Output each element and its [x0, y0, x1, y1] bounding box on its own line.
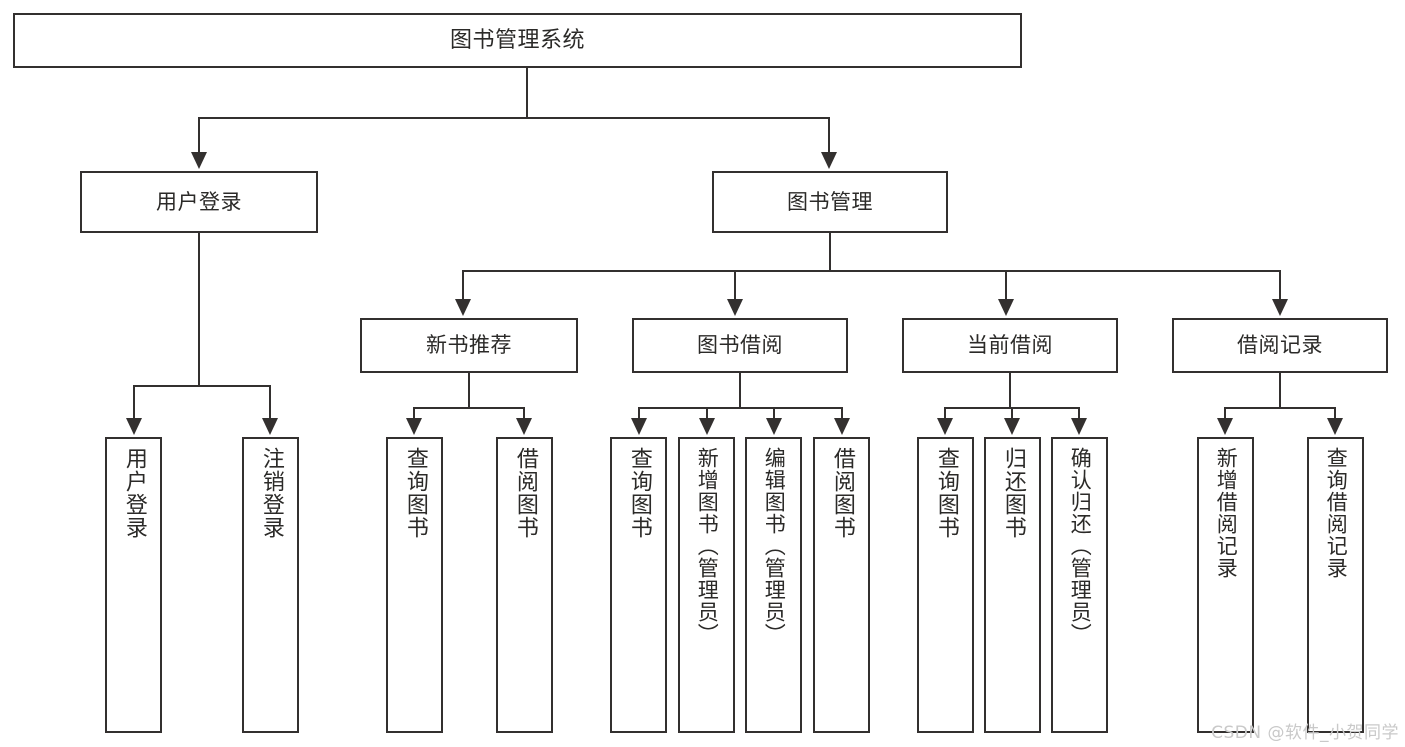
arrowhead-to-book-borrow [727, 299, 743, 316]
connector-book-manage-bus [462, 270, 1281, 272]
connector-current-borrow-stem [1009, 373, 1011, 407]
leaf-br-add-record[interactable]: 新增借阅记录 [1197, 437, 1254, 733]
node-current-borrow[interactable]: 当前借阅 [902, 318, 1118, 373]
node-label: 图书管理系统 [449, 27, 585, 53]
arrowhead-leaf-cb-confirm-return [1071, 418, 1087, 435]
connector-bb-drop-3 [773, 407, 775, 420]
leaf-bb-add-book[interactable]: 新增图书（管理员） [678, 437, 735, 733]
connector-to-new-book-recommend [462, 270, 464, 301]
node-label: 编辑图书（管理员） [762, 447, 787, 645]
arrowhead-leaf-cb-return-book [1004, 418, 1020, 435]
arrowhead-leaf-user-login [126, 418, 142, 435]
connector-bb-drop-2 [706, 407, 708, 420]
node-label: 查询图书 [626, 447, 652, 539]
node-label: 查询图书 [933, 447, 959, 539]
connector-root-stem [526, 68, 528, 117]
node-borrow-record[interactable]: 借阅记录 [1172, 318, 1388, 373]
arrowhead-leaf-bb-edit-book [766, 418, 782, 435]
leaf-bb-borrow-book[interactable]: 借阅图书 [813, 437, 870, 733]
node-label: 新增图书（管理员） [695, 447, 720, 645]
node-label: 借阅图书 [512, 447, 538, 539]
node-new-book-recommend[interactable]: 新书推荐 [360, 318, 578, 373]
connector-br-drop-1 [1224, 407, 1226, 420]
node-label: 新增借阅记录 [1214, 447, 1239, 579]
arrowhead-leaf-bb-add-book [699, 418, 715, 435]
node-label: 当前借阅 [967, 333, 1053, 358]
arrowhead-to-current-borrow [998, 299, 1014, 316]
connector-to-book-borrow [734, 270, 736, 301]
arrowhead-leaf-br-query-record [1327, 418, 1343, 435]
connector-bb-drop-4 [841, 407, 843, 420]
node-book-borrow[interactable]: 图书借阅 [632, 318, 848, 373]
arrowhead-leaf-cb-query-book [937, 418, 953, 435]
connector-user-login-drop-2 [269, 385, 271, 420]
leaf-bb-edit-book[interactable]: 编辑图书（管理员） [745, 437, 802, 733]
node-label: 图书管理 [787, 189, 873, 214]
connector-nbr-drop-2 [523, 407, 525, 420]
connector-user-login-drop-1 [133, 385, 135, 420]
arrowhead-leaf-nbr-borrow-book [516, 418, 532, 435]
connector-bb-drop-1 [638, 407, 640, 420]
connector-cb-drop-1 [944, 407, 946, 420]
node-label: 图书借阅 [697, 333, 783, 358]
node-label: 借阅图书 [829, 447, 855, 539]
leaf-cb-return-book[interactable]: 归还图书 [984, 437, 1041, 733]
connector-new-book-recommend-stem [468, 373, 470, 407]
connector-root-to-user-login [198, 117, 200, 154]
node-user-login[interactable]: 用户登录 [80, 171, 318, 233]
connector-to-current-borrow [1005, 270, 1007, 301]
leaf-nbr-query-book[interactable]: 查询图书 [386, 437, 443, 733]
arrowhead-to-user-login [191, 152, 207, 169]
arrowhead-leaf-nbr-query-book [406, 418, 422, 435]
connector-book-borrow-stem [739, 373, 741, 407]
node-label: 借阅记录 [1237, 333, 1323, 358]
connector-book-manage-stem [829, 233, 831, 270]
connector-nbr-drop-1 [413, 407, 415, 420]
connector-new-book-recommend-bus [413, 407, 525, 409]
node-label: 确认归还（管理员） [1068, 447, 1093, 645]
leaf-cb-query-book[interactable]: 查询图书 [917, 437, 974, 733]
leaf-nbr-borrow-book[interactable]: 借阅图书 [496, 437, 553, 733]
leaf-br-query-record[interactable]: 查询借阅记录 [1307, 437, 1364, 733]
arrowhead-leaf-br-add-record [1217, 418, 1233, 435]
connector-to-borrow-record [1279, 270, 1281, 301]
node-label: 用户登录 [156, 189, 242, 214]
connector-root-bus [198, 117, 830, 119]
node-label: 新书推荐 [426, 333, 512, 358]
arrowhead-leaf-bb-query-book [631, 418, 647, 435]
arrowhead-leaf-bb-borrow-book [834, 418, 850, 435]
arrowhead-to-new-book-recommend [455, 299, 471, 316]
node-label: 归还图书 [1000, 447, 1026, 539]
node-label: 注销登录 [258, 447, 284, 539]
watermark: CSDN @软件_小贺同学 [1211, 723, 1399, 743]
connector-br-drop-2 [1334, 407, 1336, 420]
arrowhead-to-book-manage [821, 152, 837, 169]
node-label: 查询图书 [402, 447, 428, 539]
connector-cb-drop-2 [1011, 407, 1013, 420]
leaf-bb-query-book[interactable]: 查询图书 [610, 437, 667, 733]
node-label: 用户登录 [121, 447, 147, 539]
node-book-management[interactable]: 图书管理 [712, 171, 948, 233]
connector-borrow-record-stem [1279, 373, 1281, 407]
connector-book-borrow-bus [638, 407, 842, 409]
node-root-system[interactable]: 图书管理系统 [13, 13, 1022, 68]
connector-root-to-book-manage [828, 117, 830, 154]
node-label: 查询借阅记录 [1324, 447, 1349, 579]
leaf-user-login[interactable]: 用户登录 [105, 437, 162, 733]
leaf-cb-confirm-return[interactable]: 确认归还（管理员） [1051, 437, 1108, 733]
arrowhead-leaf-logout [262, 418, 278, 435]
leaf-logout[interactable]: 注销登录 [242, 437, 299, 733]
connector-user-login-stem [198, 233, 200, 385]
connector-user-login-bus [133, 385, 269, 387]
connector-cb-drop-3 [1078, 407, 1080, 420]
arrowhead-to-borrow-record [1272, 299, 1288, 316]
connector-borrow-record-bus [1224, 407, 1336, 409]
